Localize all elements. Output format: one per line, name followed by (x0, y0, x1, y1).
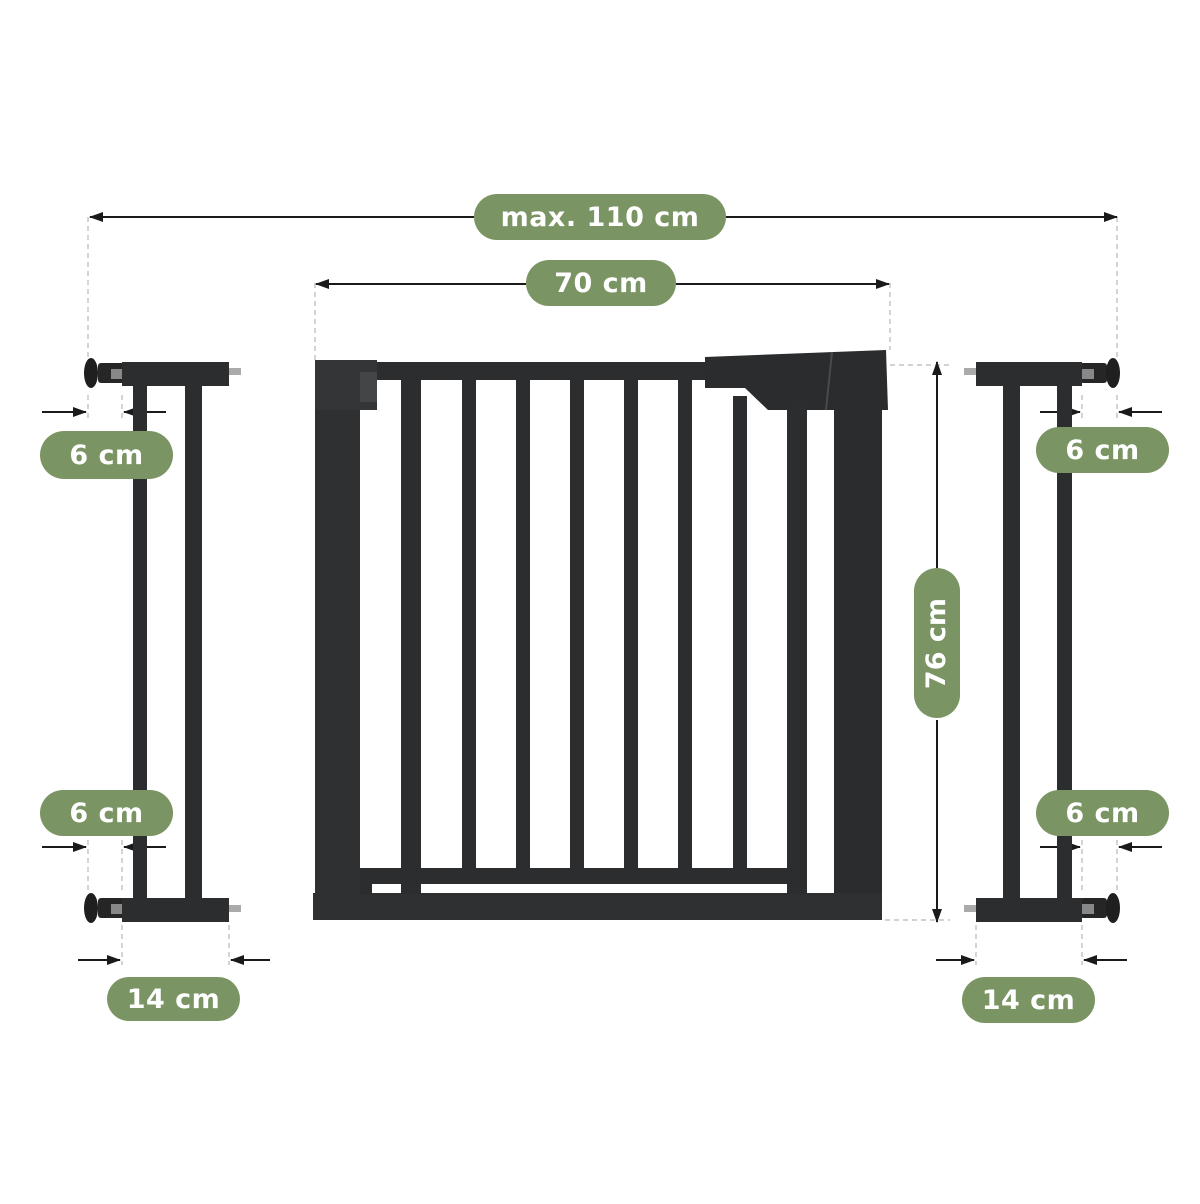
gate-height-label: 76 cm (914, 568, 960, 718)
left-bottom-depth-label: 6 cm (40, 790, 173, 836)
gate-height-text: 76 cm (921, 597, 953, 689)
left-extension (84, 358, 241, 923)
right-extension (964, 358, 1120, 923)
safety-gate (313, 350, 888, 920)
guide-lines (87, 217, 1118, 965)
right-bottom-depth-label: 6 cm (1036, 790, 1169, 836)
dimension-lines (42, 212, 1162, 965)
left-top-depth-label: 6 cm (40, 431, 173, 479)
gate-width-label: 70 cm (526, 260, 676, 306)
left-extension-width-label: 14 cm (107, 977, 240, 1021)
right-extension-width-label: 14 cm (962, 977, 1095, 1023)
right-top-depth-label: 6 cm (1036, 427, 1169, 473)
max-width-label: max. 110 cm (474, 194, 726, 240)
